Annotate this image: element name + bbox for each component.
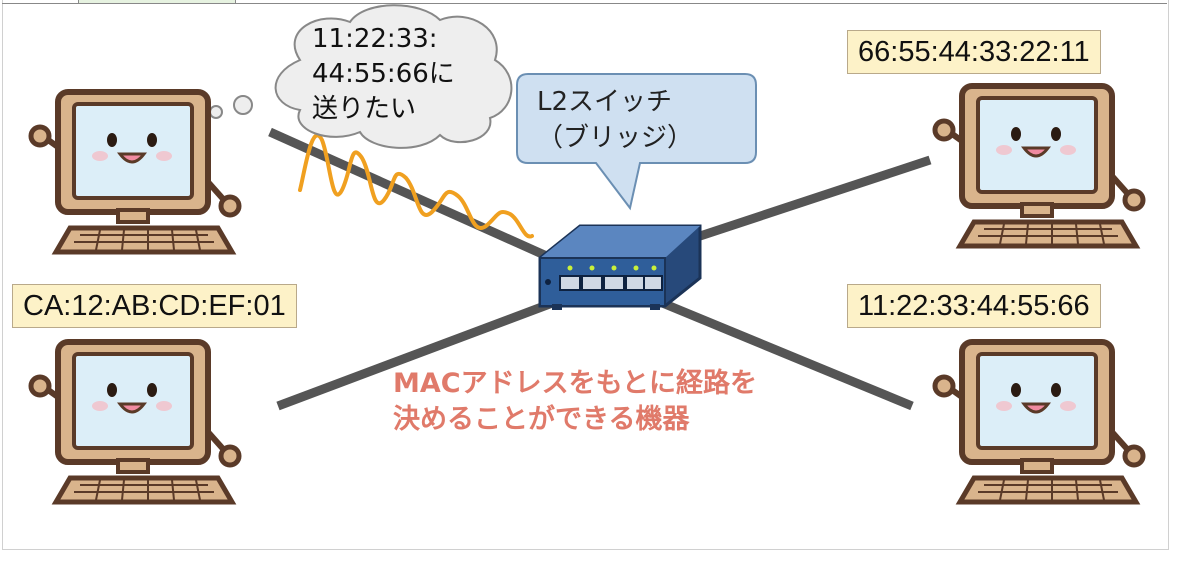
switch-callout-line-2: （ブリッジ） [537, 123, 694, 153]
caption-line-2: 決めることができる機器 [393, 404, 690, 435]
computer-bottom-left-icon [31, 342, 239, 502]
cable-bottom-left [276, 297, 557, 411]
slide-frame [2, 0, 1169, 550]
thought-bubble-text: 11:22:33: 44:55:66に 送りたい [312, 22, 455, 127]
thought-line-3: 送りたい [312, 94, 417, 124]
mac-label-bottom-right: 11:22:33:44:55:66 [847, 284, 1101, 328]
signal-wave [298, 133, 534, 239]
l2-switch-icon [538, 224, 702, 310]
caption-line-1: MACアドレスをもとに経路を [393, 368, 758, 399]
mac-label-bottom-left: CA:12:AB:CD:EF:01 [12, 284, 297, 328]
thought-bubble [191, 4, 513, 149]
computer-top-right-icon [935, 86, 1143, 246]
switch-callout [516, 73, 757, 211]
mac-label-top-right: 66:55:44:33:22:11 [847, 30, 1101, 74]
thought-line-2: 44:55:66に [312, 59, 455, 89]
switch-callout-line-1: L2スイッチ [537, 87, 673, 117]
cable-top-right [686, 155, 932, 245]
top-table-edge [2, 0, 1167, 4]
computer-bottom-right-icon [935, 342, 1143, 502]
thought-line-1: 11:22:33: [312, 24, 438, 54]
cable-bottom-right [658, 297, 914, 411]
computer-top-left-icon [31, 92, 239, 252]
switch-description: MACアドレスをもとに経路を 決めることができる機器 [393, 366, 757, 438]
switch-callout-text: L2スイッチ （ブリッジ） [537, 84, 693, 156]
